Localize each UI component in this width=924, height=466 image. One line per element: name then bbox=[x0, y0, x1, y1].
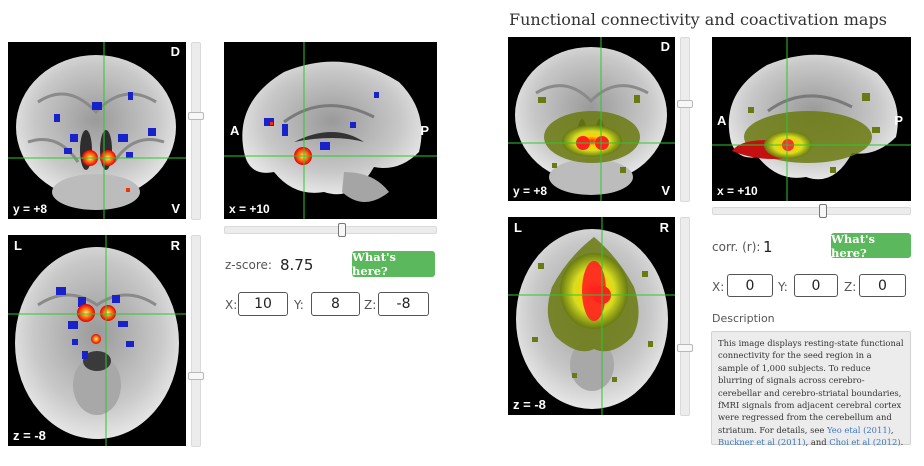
connectivity-coronal-image bbox=[508, 37, 675, 201]
description-sep-1: , bbox=[890, 424, 894, 435]
slider-thumb[interactable] bbox=[677, 344, 693, 352]
description-box: This image displays resting-state functi… bbox=[711, 331, 911, 448]
x-coordinate-label: X: bbox=[712, 280, 725, 294]
whats-here-button[interactable]: What's here? bbox=[831, 232, 911, 260]
coronal-brain-image bbox=[8, 42, 186, 219]
sagittal-view[interactable]: A P x = +10 bbox=[224, 42, 437, 219]
axial-view[interactable]: L R z = -8 bbox=[8, 235, 186, 446]
orientation-label-right: P bbox=[894, 113, 903, 128]
orientation-label-bottom: V bbox=[171, 201, 180, 216]
orientation-label-right: R bbox=[659, 220, 669, 235]
description-sep-2: , and bbox=[805, 437, 830, 448]
description-heading: Description bbox=[712, 312, 775, 325]
coronal-slice-slider[interactable] bbox=[188, 42, 204, 220]
connectivity-axial-view[interactable]: L R z = -8 bbox=[508, 217, 675, 415]
z-coordinate-label: Z: bbox=[364, 298, 377, 312]
orientation-label-right: P bbox=[420, 123, 429, 138]
slider-thumb[interactable] bbox=[819, 204, 827, 218]
connectivity-sagittal-view[interactable]: A P x = +10 bbox=[712, 37, 911, 201]
orientation-label-left: L bbox=[14, 238, 22, 253]
coronal-coordinate: y = +8 bbox=[13, 202, 48, 216]
description-end: . bbox=[900, 437, 904, 448]
orientation-label-bottom: V bbox=[661, 183, 670, 198]
buckner-2011-link[interactable]: Buckner et al (2011) bbox=[718, 437, 806, 448]
connectivity-axial-image bbox=[508, 217, 675, 415]
slider-thumb[interactable] bbox=[338, 223, 346, 237]
orientation-label-left: L bbox=[514, 220, 522, 235]
connectivity-sagittal-image bbox=[712, 37, 911, 201]
zscore-label: z-score: bbox=[225, 258, 272, 272]
orientation-label-left: A bbox=[717, 113, 727, 128]
y-coordinate-label: Y: bbox=[294, 298, 304, 312]
slider-thumb[interactable] bbox=[188, 372, 204, 380]
connectivity-axial-coordinate: z = -8 bbox=[513, 397, 546, 412]
whats-here-button[interactable]: What's here? bbox=[352, 250, 435, 278]
x-coordinate-label: X: bbox=[225, 298, 238, 312]
sagittal-brain-image bbox=[224, 42, 437, 219]
corr-label: corr. (r): bbox=[712, 240, 761, 254]
x-coordinate-input[interactable]: 0 bbox=[727, 274, 773, 297]
z-coordinate-label: Z: bbox=[844, 280, 857, 294]
axial-brain-image bbox=[8, 235, 186, 446]
choi-2012-link[interactable]: Choi et al (2012) bbox=[829, 437, 901, 448]
coronal-view[interactable]: D V y = +8 bbox=[8, 42, 186, 219]
panel-title: Functional connectivity and coactivation… bbox=[509, 10, 887, 29]
connectivity-sagittal-slider[interactable] bbox=[712, 204, 911, 218]
orientation-label-top: D bbox=[660, 39, 670, 54]
sagittal-slice-slider[interactable] bbox=[224, 223, 437, 237]
connectivity-axial-slider[interactable] bbox=[677, 217, 693, 416]
x-coordinate-input[interactable]: 10 bbox=[238, 292, 288, 316]
y-coordinate-input[interactable]: 0 bbox=[794, 274, 838, 297]
yeo-2011-link[interactable]: Yeo etal (2011) bbox=[826, 424, 891, 435]
zscore-value: 8.75 bbox=[280, 256, 314, 274]
y-coordinate-input[interactable]: 8 bbox=[311, 292, 360, 316]
orientation-label-top: D bbox=[170, 44, 180, 59]
connectivity-coronal-coordinate: y = +8 bbox=[513, 184, 548, 198]
axial-slice-slider[interactable] bbox=[188, 235, 204, 447]
connectivity-sagittal-coordinate: x = +10 bbox=[717, 184, 758, 198]
connectivity-coronal-view[interactable]: D V y = +8 bbox=[508, 37, 675, 201]
slider-thumb[interactable] bbox=[188, 112, 204, 120]
orientation-label-left: A bbox=[230, 123, 240, 138]
connectivity-coronal-slider[interactable] bbox=[677, 37, 693, 202]
z-coordinate-input[interactable]: -8 bbox=[378, 292, 429, 316]
sagittal-coordinate: x = +10 bbox=[229, 202, 270, 216]
y-coordinate-label: Y: bbox=[778, 280, 788, 294]
corr-value: 1 bbox=[763, 238, 773, 256]
slider-thumb[interactable] bbox=[677, 100, 693, 108]
orientation-label-right: R bbox=[170, 238, 180, 253]
z-coordinate-input[interactable]: 0 bbox=[859, 274, 906, 297]
description-text: This image displays resting-state functi… bbox=[718, 338, 904, 435]
axial-coordinate: z = -8 bbox=[13, 428, 46, 443]
